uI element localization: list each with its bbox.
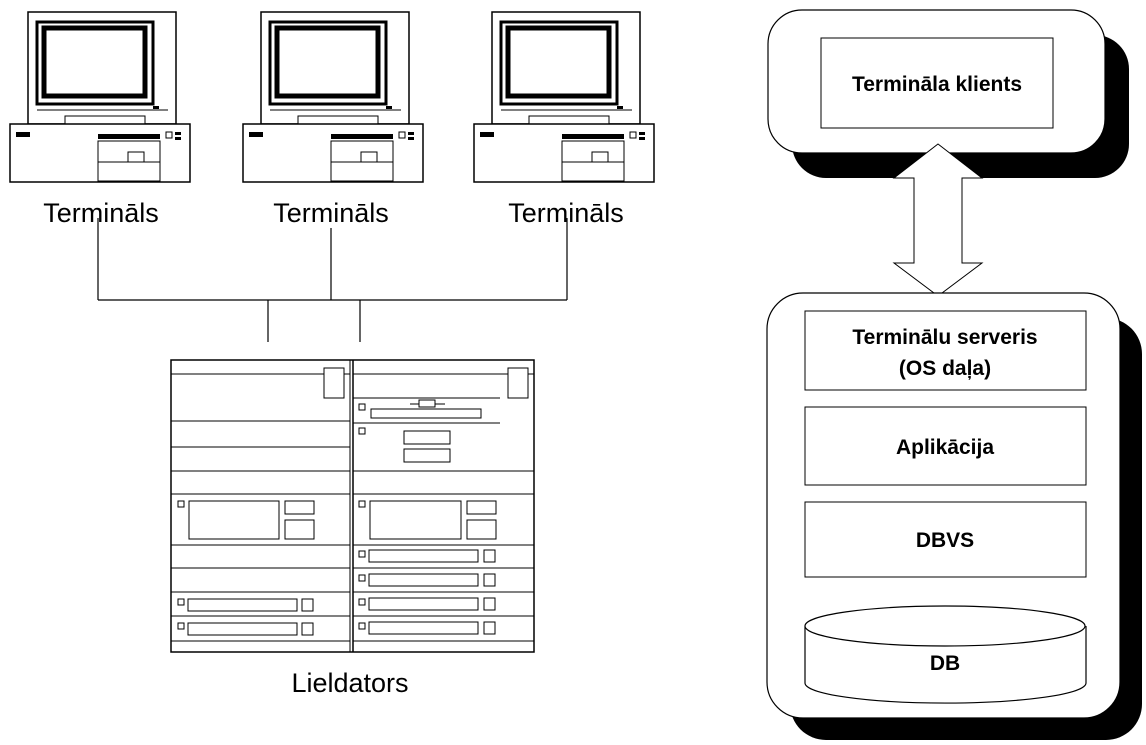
layer-os-line1: Terminālu serveris [852,326,1037,349]
computer-icon [242,11,424,183]
database-cylinder: DB [804,605,1087,704]
terminal-client-label: Termināla klients [852,73,1022,96]
terminal-server-node: Terminālu serveris (OS daļa) Aplikācija … [766,292,1142,740]
server-layer-dbms: DBVS [804,501,1087,578]
mainframe-label: Lieldators [291,668,408,698]
network-lines [97,218,568,342]
mainframe: Lieldators [170,359,535,698]
server-rack-icon [170,359,535,653]
terminal-client-node: Termināla klients [767,9,1129,178]
terminal-label: Termināls [273,198,389,228]
computer-icon [9,11,191,183]
computer-icon [473,11,655,183]
server-layer-application: Aplikācija [804,406,1087,486]
terminal-label: Termināls [508,198,624,228]
terminal-3: Termināls [473,11,655,228]
server-layer-os: Terminālu serveris (OS daļa) [804,310,1087,391]
terminal-2: Termināls [242,11,424,228]
layer-os-line2: (OS daļa) [899,357,991,380]
terminal-label: Termināls [43,198,159,228]
terminal-1: Termināls [9,11,191,228]
layer-dbms-label: DBVS [916,529,974,552]
database-label: DB [930,652,960,675]
layer-application-label: Aplikācija [896,436,994,459]
